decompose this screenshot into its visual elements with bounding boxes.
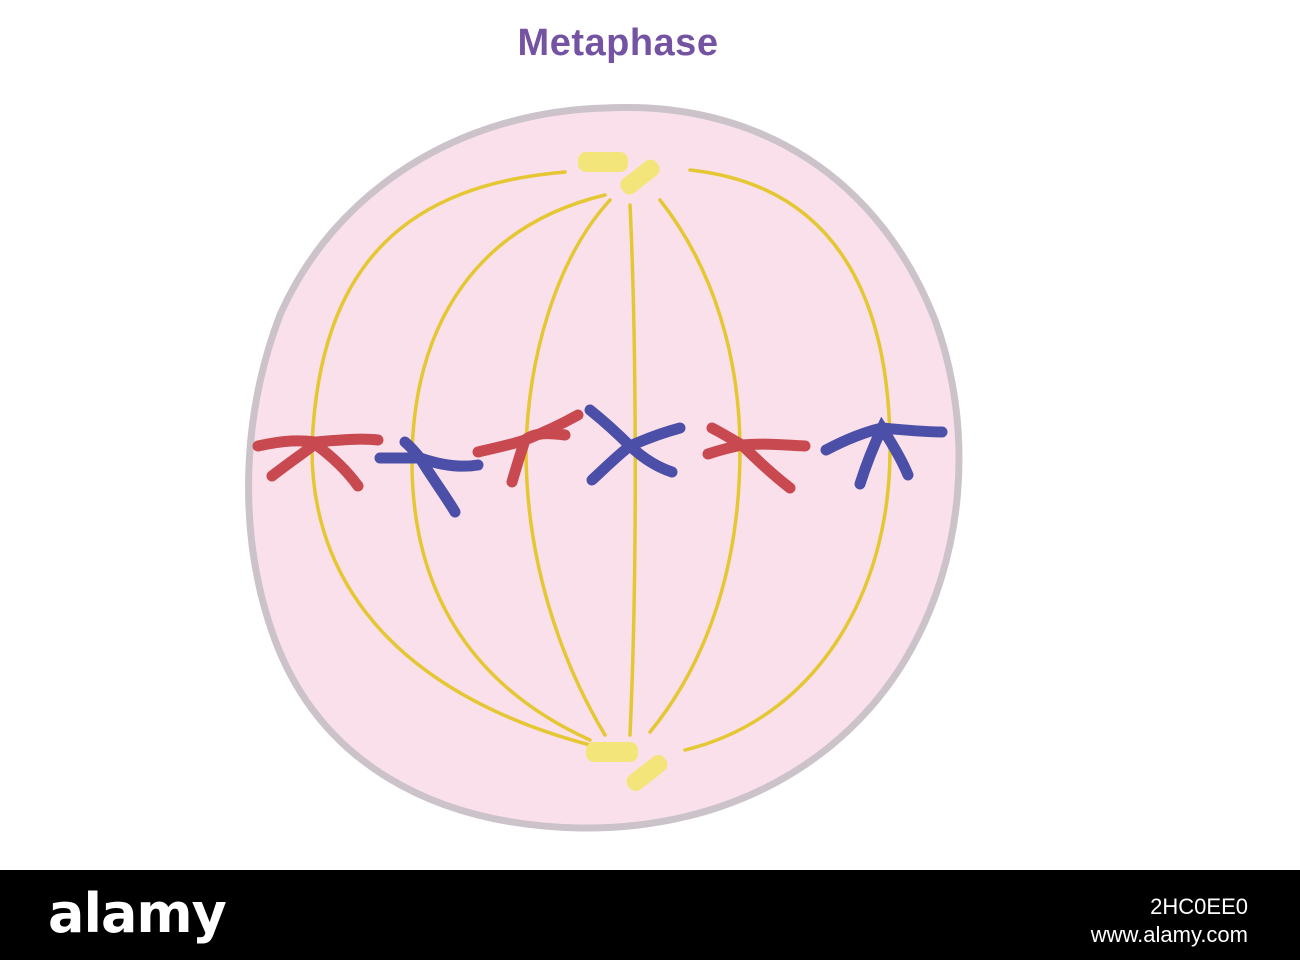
chromosome-blue (820, 416, 948, 490)
chromosome-blue (584, 404, 686, 486)
chromosomes (252, 404, 948, 518)
diagram-title: Metaphase (517, 22, 719, 64)
chromosome-blue (374, 436, 484, 518)
centriole (578, 152, 628, 172)
metaphase-diagram (245, 103, 963, 832)
footer-url: www.alamy.com (1090, 922, 1248, 947)
chromosome-red (252, 433, 384, 492)
centrioles-bottom (586, 742, 668, 792)
watermark-footer: alamy 2HC0EE0 www.alamy.com (0, 870, 1300, 960)
chromosome-red (472, 409, 584, 488)
alamy-logo: alamy (48, 882, 227, 945)
chromosome-red (702, 422, 811, 494)
image-id: 2HC0EE0 (1150, 894, 1248, 919)
centriole (586, 742, 638, 762)
centriole (626, 754, 668, 792)
centrioles-top (578, 152, 660, 195)
centriole (620, 159, 660, 195)
